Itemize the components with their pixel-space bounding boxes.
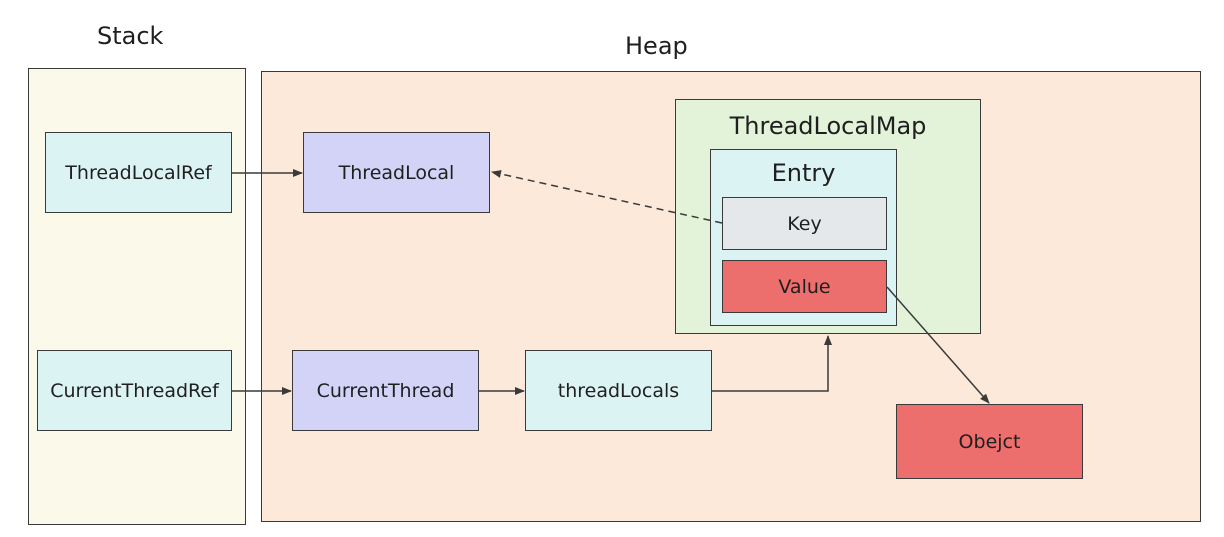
arrow-value-to-object: [886, 286, 990, 404]
thread-locals-box: threadLocals: [525, 350, 712, 431]
heap-title: Heap: [625, 32, 688, 60]
entry-title: Entry: [771, 159, 836, 187]
key-box: Key: [722, 197, 887, 250]
stack-title: Stack: [97, 22, 164, 50]
object-box: Obejct: [896, 404, 1083, 479]
arrow-key-to-threadlocal-weak: [491, 170, 723, 224]
thread-local-ref-box: ThreadLocalRef: [45, 132, 232, 213]
arrow-threadlocals-to-threadlocalmap: [712, 335, 832, 392]
thread-local-map-title: ThreadLocalMap: [729, 112, 927, 140]
thread-local-box: ThreadLocal: [303, 132, 490, 213]
current-thread-ref-box: CurrentThreadRef: [37, 350, 232, 431]
value-box: Value: [722, 260, 887, 313]
current-thread-box: CurrentThread: [292, 350, 479, 431]
